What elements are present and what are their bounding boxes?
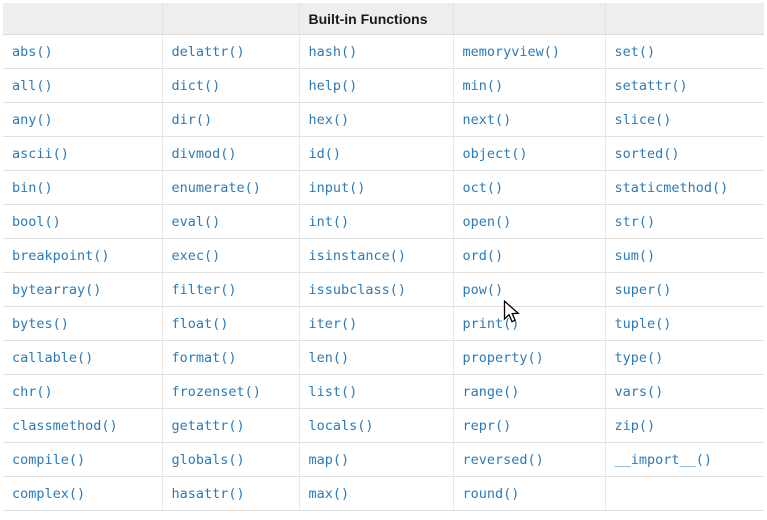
table-cell-function: callable() (3, 340, 163, 375)
table-cell-function: complex() (3, 476, 163, 511)
table-cell-function: list() (299, 374, 454, 409)
table-row: bytes()float()iter()print()tuple() (3, 306, 764, 341)
table-cell-function: issubclass() (299, 272, 454, 307)
table-cell-function: slice() (605, 102, 764, 137)
table-cell-function: bytes() (3, 306, 163, 341)
table-cell-function: sorted() (605, 136, 764, 171)
table-cell-function: print() (453, 306, 606, 341)
table-row: breakpoint()exec()isinstance()ord()sum() (3, 238, 764, 273)
table-cell-function: globals() (162, 442, 300, 477)
table-cell-function: format() (162, 340, 300, 375)
table-cell-function: sum() (605, 238, 764, 273)
table-row: bin()enumerate()input()oct()staticmethod… (3, 170, 764, 205)
table-row: bool()eval()int()open()str() (3, 204, 764, 239)
table-cell-function: eval() (162, 204, 300, 239)
table-cell-function: vars() (605, 374, 764, 409)
table-cell-function: help() (299, 68, 454, 103)
table-cell-function: iter() (299, 306, 454, 341)
table-cell-function: set() (605, 34, 764, 69)
table-header-cell-5 (605, 3, 764, 35)
table-cell-function: setattr() (605, 68, 764, 103)
table-cell-function: bool() (3, 204, 163, 239)
table-cell-function: frozenset() (162, 374, 300, 409)
table-cell-function: map() (299, 442, 454, 477)
table-cell-function: compile() (3, 442, 163, 477)
table-header: Built-in Functions (3, 3, 764, 35)
table-cell-function: tuple() (605, 306, 764, 341)
table-cell-function: getattr() (162, 408, 300, 443)
builtin-functions-table: Built-in Functions abs()delattr()hash()m… (3, 3, 764, 511)
table-header-cell-4 (453, 3, 606, 35)
table-cell-function: locals() (299, 408, 454, 443)
table-header-cell-2 (162, 3, 300, 35)
table-cell-function: zip() (605, 408, 764, 443)
table-cell-function: hex() (299, 102, 454, 137)
table-cell-function: oct() (453, 170, 606, 205)
table-cell-function: range() (453, 374, 606, 409)
table-cell-function: any() (3, 102, 163, 137)
table-cell-function: classmethod() (3, 408, 163, 443)
table-cell-function: pow() (453, 272, 606, 307)
table-row: any()dir()hex()next()slice() (3, 102, 764, 137)
table-cell-function: open() (453, 204, 606, 239)
table-row: all()dict()help()min()setattr() (3, 68, 764, 103)
table-header-row: Built-in Functions (3, 3, 764, 35)
table-cell-empty (605, 476, 764, 511)
table-cell-function: dir() (162, 102, 300, 137)
table-cell-function: bytearray() (3, 272, 163, 307)
table-cell-function: isinstance() (299, 238, 454, 273)
table-cell-function: int() (299, 204, 454, 239)
table-cell-function: id() (299, 136, 454, 171)
table-cell-function: abs() (3, 34, 163, 69)
table-cell-function: breakpoint() (3, 238, 163, 273)
table-cell-function: round() (453, 476, 606, 511)
table-row: compile()globals()map()reversed()__impor… (3, 442, 764, 477)
table-cell-function: len() (299, 340, 454, 375)
table-cell-function: object() (453, 136, 606, 171)
table-cell-function: min() (453, 68, 606, 103)
table-cell-function: enumerate() (162, 170, 300, 205)
table-row: callable()format()len()property()type() (3, 340, 764, 375)
table-cell-function: divmod() (162, 136, 300, 171)
table-cell-function: bin() (3, 170, 163, 205)
table-row: complex()hasattr()max()round() (3, 476, 764, 511)
table-header-cell-title: Built-in Functions (299, 3, 454, 35)
table-row: ascii()divmod()id()object()sorted() (3, 136, 764, 171)
table-cell-function: repr() (453, 408, 606, 443)
table-cell-function: str() (605, 204, 764, 239)
table-cell-function: hash() (299, 34, 454, 69)
table-cell-function: reversed() (453, 442, 606, 477)
table-cell-function: ascii() (3, 136, 163, 171)
table-cell-function: ord() (453, 238, 606, 273)
table-cell-function: memoryview() (453, 34, 606, 69)
table-cell-function: hasattr() (162, 476, 300, 511)
table-cell-function: __import__() (605, 442, 764, 477)
table-row: bytearray()filter()issubclass()pow()supe… (3, 272, 764, 307)
table-cell-function: staticmethod() (605, 170, 764, 205)
table-cell-function: input() (299, 170, 454, 205)
table-row: classmethod()getattr()locals()repr()zip(… (3, 408, 764, 443)
table-cell-function: next() (453, 102, 606, 137)
table-row: chr()frozenset()list()range()vars() (3, 374, 764, 409)
table-cell-function: exec() (162, 238, 300, 273)
table-cell-function: property() (453, 340, 606, 375)
table-cell-function: chr() (3, 374, 163, 409)
table-body: abs()delattr()hash()memoryview()set()all… (3, 34, 764, 511)
table-cell-function: delattr() (162, 34, 300, 69)
table-cell-function: type() (605, 340, 764, 375)
table-header-cell-1 (3, 3, 163, 35)
table-cell-function: super() (605, 272, 764, 307)
table-cell-function: dict() (162, 68, 300, 103)
table-cell-function: filter() (162, 272, 300, 307)
table-row: abs()delattr()hash()memoryview()set() (3, 34, 764, 69)
table-cell-function: max() (299, 476, 454, 511)
table-cell-function: all() (3, 68, 163, 103)
table-cell-function: float() (162, 306, 300, 341)
